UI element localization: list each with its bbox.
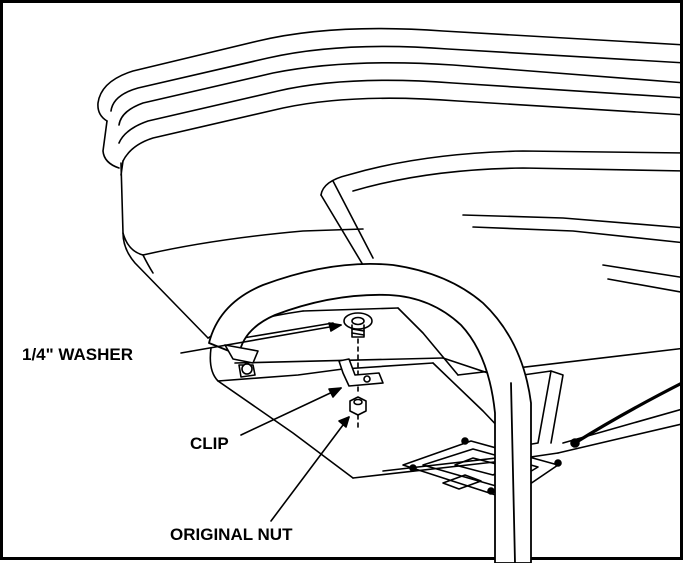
cable xyxy=(570,380,683,448)
clip-part xyxy=(338,358,384,387)
leader-clip xyxy=(240,387,342,436)
clip-label: CLIP xyxy=(190,434,229,453)
left-bracket xyxy=(224,344,259,378)
nut-label: ORIGINAL NUT xyxy=(170,525,293,544)
washer-part xyxy=(343,312,373,396)
leader-washer xyxy=(180,322,342,354)
nut-part xyxy=(349,396,367,429)
bucket-base xyxy=(207,307,683,479)
frame-tube xyxy=(208,262,532,563)
bucket-body xyxy=(120,150,683,339)
bucket-mounting-illustration xyxy=(97,27,683,563)
mounting-plate xyxy=(402,437,562,500)
bucket-rim xyxy=(97,27,683,176)
washer-label: 1/4" WASHER xyxy=(22,345,134,364)
leader-nut xyxy=(270,416,350,522)
